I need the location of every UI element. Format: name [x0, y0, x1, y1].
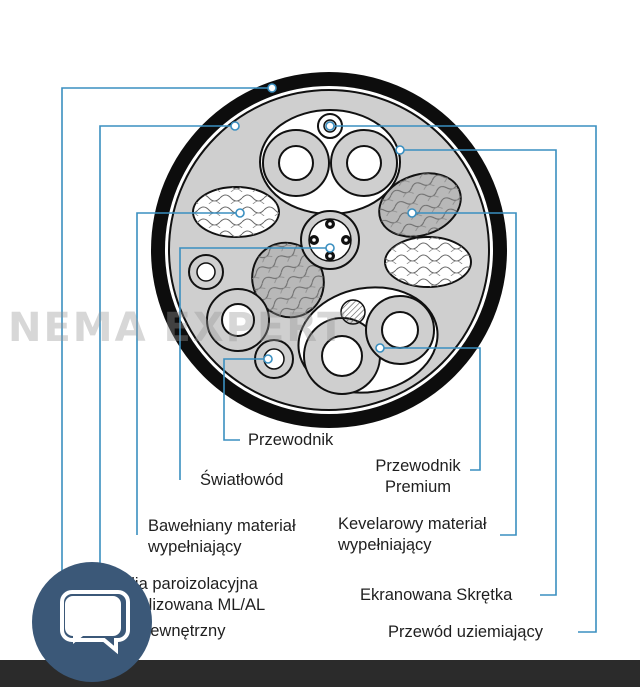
chat-bubble-icon — [60, 590, 130, 655]
label-kevlarowy: Kevelarowy materiał wypełniający — [338, 515, 487, 554]
label-przewodnik-premium: Przewodnik Premium — [375, 457, 461, 496]
label-bawelniany: Bawełniany materiał wypełniający — [148, 517, 296, 556]
label-zewnetrzny: zewnętrzny — [142, 622, 226, 640]
chat-button[interactable] — [32, 562, 152, 682]
label-przewodnik: Przewodnik — [248, 431, 334, 449]
label-ekranowana: Ekranowana Skrętka — [360, 586, 513, 604]
label-uziemiajacy: Przewód uziemiający — [388, 623, 543, 641]
label-swiatlowod: Światłowód — [200, 471, 284, 489]
